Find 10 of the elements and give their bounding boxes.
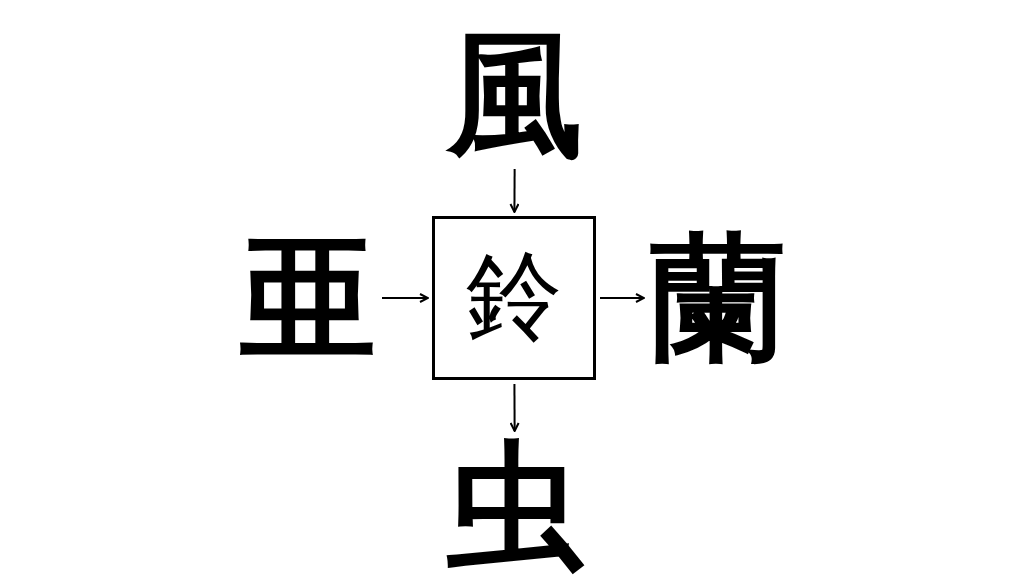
kanji-character: 蘭 (648, 228, 788, 368)
arrow (599, 293, 645, 303)
arrow (381, 293, 429, 303)
kanji-character: 亜 (238, 228, 378, 368)
kanji-character: 風 (445, 25, 585, 165)
character-box (432, 216, 596, 380)
kanji-character: 虫 (445, 435, 585, 575)
arrow (509, 383, 520, 432)
arrow (509, 168, 520, 213)
kanji-character: 鈴 (466, 239, 562, 354)
